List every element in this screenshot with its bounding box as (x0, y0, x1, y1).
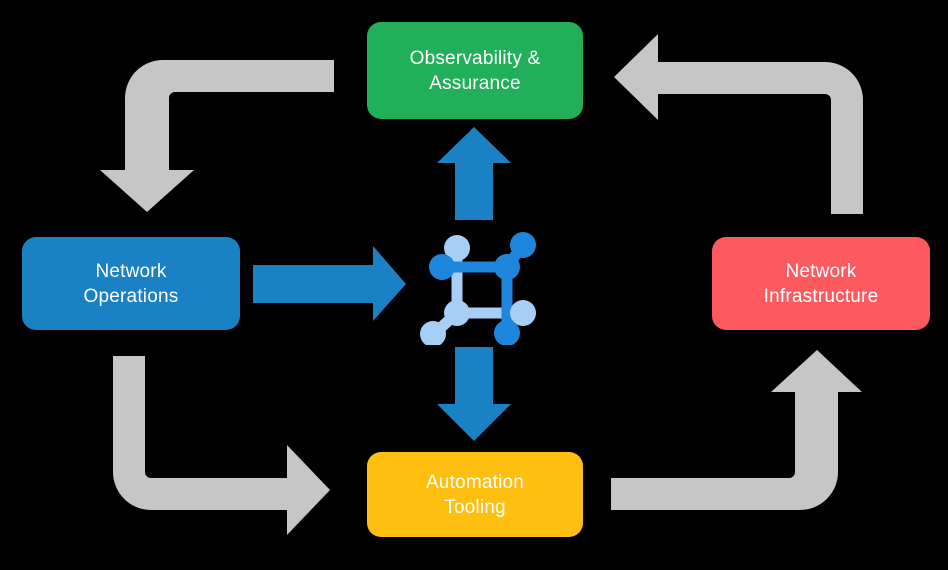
node-infrastructure-line1: Network (785, 260, 857, 282)
arrow-operations-to-automation (113, 356, 330, 535)
arrow-automation-to-infrastructure (611, 350, 862, 510)
node-network-operations[interactable]: Network Operations (22, 237, 240, 330)
arrow-observability-to-operations (100, 60, 334, 212)
node-operations-line1: Network (95, 260, 167, 282)
node-infrastructure-line2: Infrastructure (763, 285, 879, 307)
network-topology-icon (415, 215, 540, 347)
node-automation-tooling[interactable]: Automation Tooling (367, 452, 583, 537)
node-observability-assurance[interactable]: Observability & Assurance (367, 22, 583, 119)
arrow-operations-to-center (253, 246, 406, 321)
arrow-center-to-automation (437, 347, 511, 441)
node-network-infrastructure[interactable]: Network Infrastructure (712, 237, 930, 330)
node-observability-line1: Observability & (409, 47, 541, 69)
node-automation-line2: Tooling (444, 496, 506, 518)
arrow-infrastructure-to-observability (614, 34, 863, 214)
icon-light-nodes (420, 235, 536, 347)
node-observability-line2: Assurance (429, 72, 521, 94)
node-operations-line2: Operations (83, 285, 179, 307)
icon-dark-nodes (429, 232, 536, 346)
node-automation-line1: Automation (425, 471, 525, 493)
arrow-center-to-observability (437, 127, 511, 220)
